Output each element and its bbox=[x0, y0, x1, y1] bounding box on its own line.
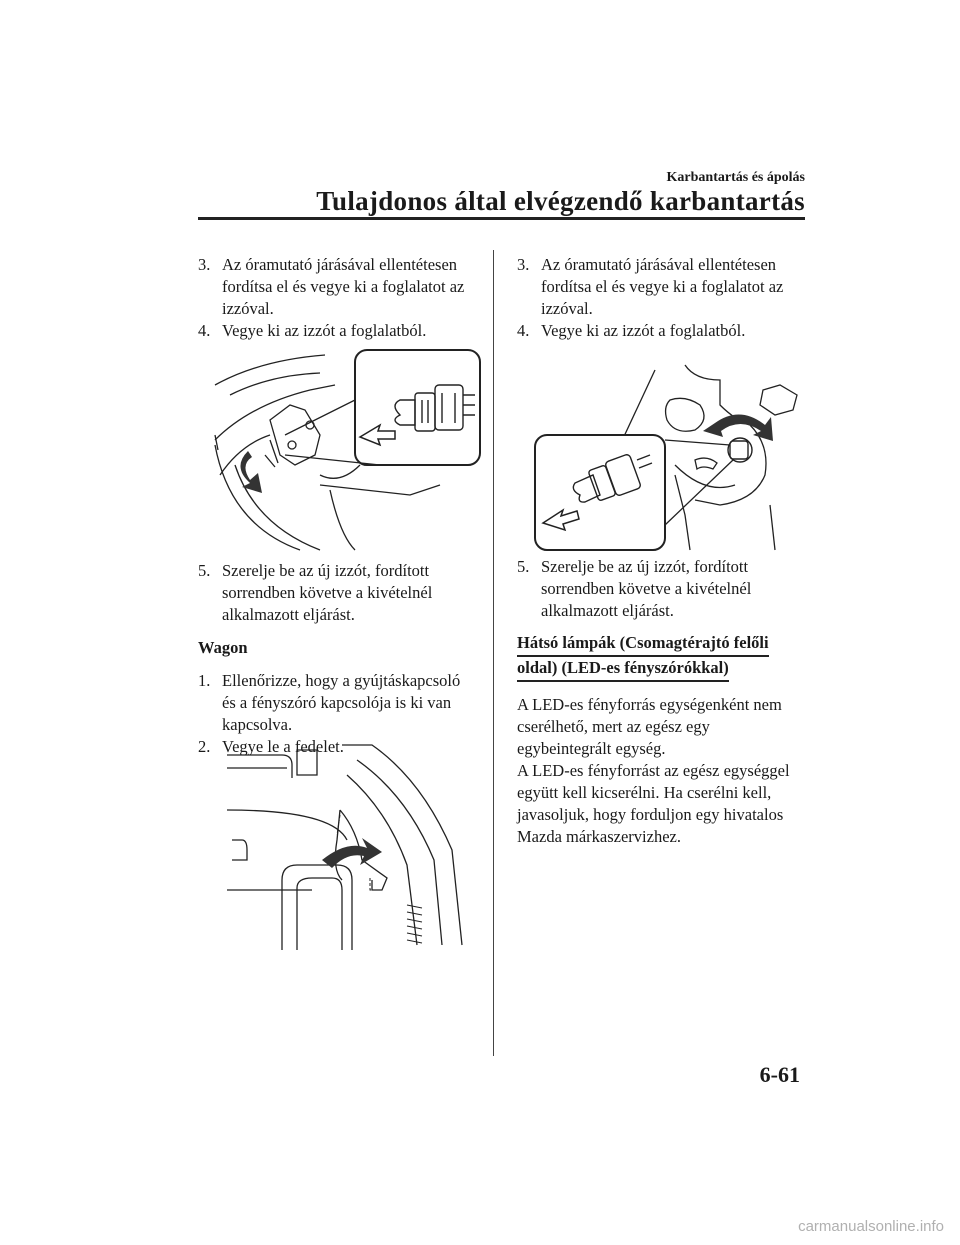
right-step-5: 5.Szerelje be az új izzót, fordított sor… bbox=[517, 557, 752, 620]
led-heading-line-2: oldal) (LED-es fényszórókkal) bbox=[517, 657, 729, 682]
wagon-bulb-removal-illustration bbox=[534, 364, 798, 551]
wagon-cover-removal-illustration bbox=[226, 744, 463, 950]
left-step-4: 4.Vegye ki az izzót a foglalatból. bbox=[198, 321, 427, 340]
led-paragraph-1: A LED-es fényforrás egységenként nem cse… bbox=[517, 695, 782, 758]
page-number: 6-61 bbox=[759, 1062, 800, 1087]
led-heading: Hátsó lámpák (Csomagtérajtó felőli oldal… bbox=[517, 632, 797, 682]
led-paragraph-2: A LED-es fényforrást az egész egységgel … bbox=[517, 761, 790, 846]
led-heading-line-1: Hátsó lámpák (Csomagtérajtó felőli bbox=[517, 632, 769, 657]
page-title: Tulajdonos által elvégzendő karbantartás bbox=[316, 186, 805, 216]
wagon-heading: Wagon bbox=[198, 638, 248, 657]
watermark: carmanualsonline.info bbox=[798, 1218, 944, 1235]
column-divider bbox=[493, 250, 494, 1056]
left-steps-3-4: 3.Az óramutató járásával ellentétesen fo… bbox=[198, 254, 478, 342]
left-block-2: 5.Szerelje be az új izzót, fordított sor… bbox=[198, 560, 478, 758]
wagon-step-2: 2.Vegye le a fedelet. bbox=[198, 737, 344, 756]
left-step-3: 3.Az óramutató járásával ellentétesen fo… bbox=[198, 255, 465, 318]
sedan-bulb-removal-illustration bbox=[214, 349, 481, 551]
header-rule bbox=[198, 217, 805, 220]
left-step-5: 5.Szerelje be az új izzót, fordított sor… bbox=[198, 561, 433, 624]
right-step-4: 4.Vegye ki az izzót a foglalatból. bbox=[517, 321, 746, 340]
wagon-step-1: 1.Ellenőrizze, hogy a gyújtáskapcsoló és… bbox=[198, 671, 461, 734]
section-label: Karbantartás és ápolás bbox=[666, 170, 805, 185]
right-block-2: 5.Szerelje be az új izzót, fordított sor… bbox=[517, 556, 797, 848]
right-step-3: 3.Az óramutató járásával ellentétesen fo… bbox=[517, 255, 784, 318]
right-steps-3-4: 3.Az óramutató járásával ellentétesen fo… bbox=[517, 254, 797, 342]
